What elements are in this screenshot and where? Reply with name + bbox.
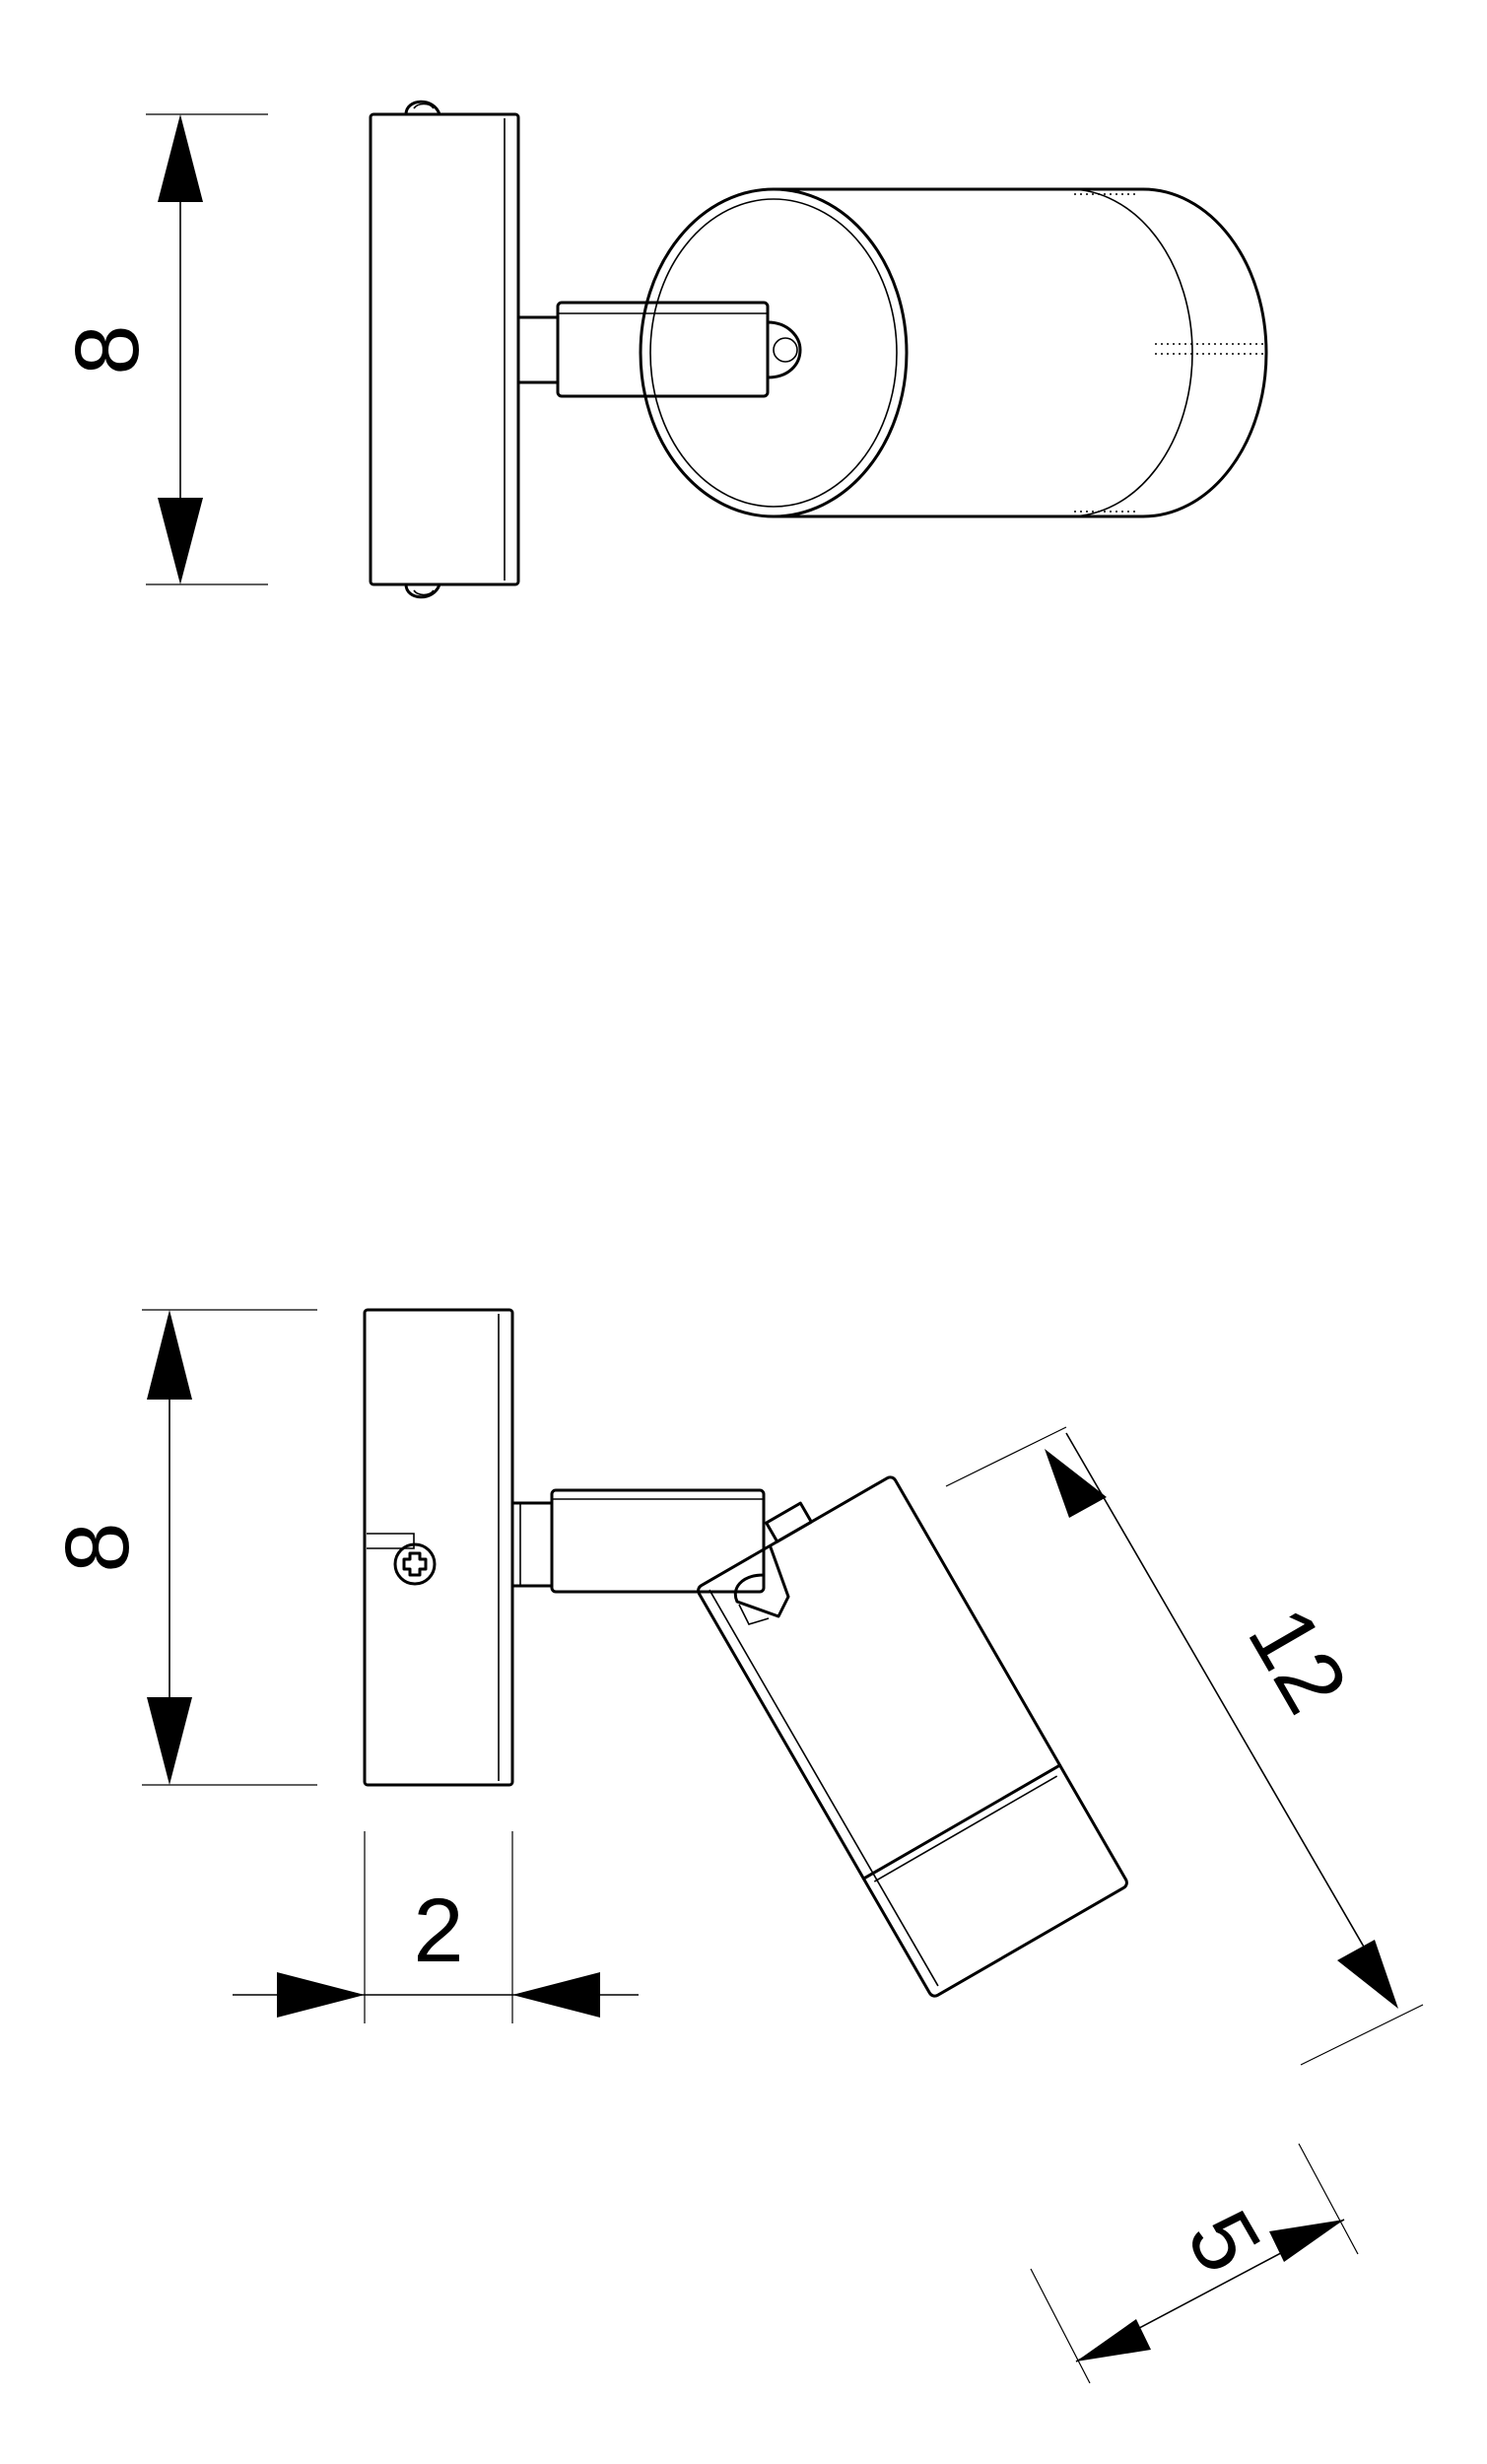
top-arm	[516, 301, 802, 398]
bottom-diameter-dimension: 5	[1030, 2143, 1359, 2384]
bottom-depth-label: 2	[413, 1881, 463, 1981]
bottom-wall-base	[363, 1308, 514, 1787]
bottom-height-dimension: 8	[47, 1309, 317, 1786]
bottom-length-label: 12	[1229, 1592, 1367, 1730]
top-spotlight-cylinder	[639, 187, 1268, 518]
bottom-arm	[510, 1488, 790, 1625]
top-view: 8	[57, 100, 1268, 599]
bottom-length-dimension: 12	[945, 1426, 1424, 2066]
top-height-dimension: 8	[57, 113, 268, 585]
bottom-depth-dimension: 2	[233, 1831, 639, 2023]
bottom-view: 8	[47, 1308, 1424, 2384]
bottom-height-label: 8	[47, 1522, 148, 1572]
bottom-spotlight-cylinder	[697, 1475, 1128, 1998]
top-height-label: 8	[57, 324, 158, 375]
screw-icon	[393, 1542, 437, 1586]
bottom-diameter-label: 5	[1168, 2195, 1280, 2289]
top-wall-base	[369, 100, 520, 599]
